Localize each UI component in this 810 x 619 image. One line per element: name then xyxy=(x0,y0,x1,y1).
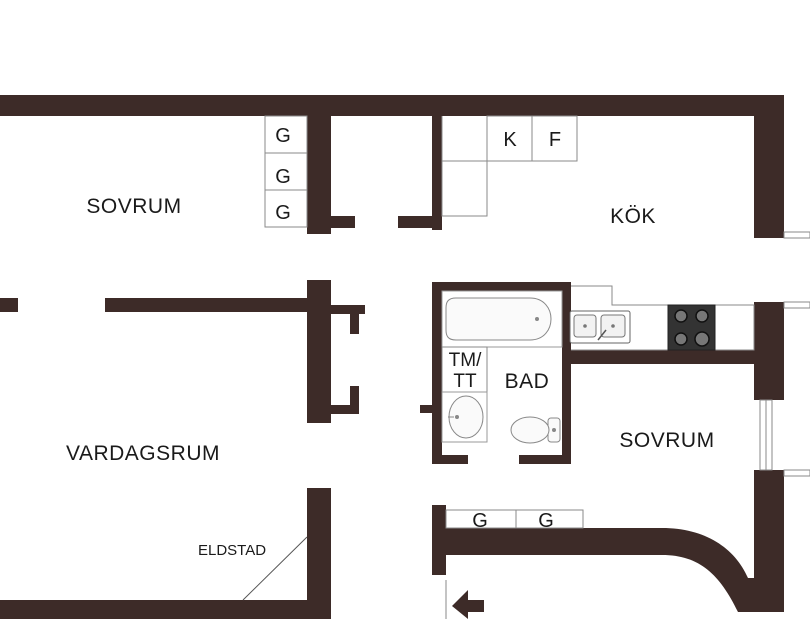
wall-center-middle xyxy=(307,280,331,423)
wall-hall-upper-return xyxy=(398,216,442,228)
wardrobe-5-label: G xyxy=(538,510,554,532)
bathtub xyxy=(441,290,563,348)
kitchen-counter-corner xyxy=(441,116,488,217)
wall-center-middle-bottom-return xyxy=(331,405,359,414)
wall-divider-left-stub xyxy=(0,298,18,312)
washer-dryer xyxy=(441,346,488,393)
wall-bottom xyxy=(0,600,330,619)
wall-curved-corridor xyxy=(432,470,784,612)
wall-bath-top xyxy=(432,282,569,291)
room-labels: SOVRUM KÖK VARDAGSRUM BAD SOVRUM xyxy=(66,195,714,465)
toilet xyxy=(510,416,561,444)
wall-kitchen-bedroom xyxy=(562,350,784,364)
wardrobe-3 xyxy=(264,189,308,228)
wardrobe-4-label: G xyxy=(472,510,488,532)
freezer xyxy=(531,115,578,162)
window-kitchen-lower xyxy=(783,301,810,309)
wall-bath-bottom-left xyxy=(432,455,468,464)
wall-bath-left xyxy=(432,282,442,464)
freezer-label: F xyxy=(549,129,561,151)
wardrobe-1-label: G xyxy=(275,125,291,147)
window-bedroom-lower xyxy=(783,469,810,477)
wall-bath-right xyxy=(562,282,571,464)
walls xyxy=(0,95,784,619)
room-label-bedroom-top: SOVRUM xyxy=(86,195,181,218)
washer-dryer-label-1: TM/ xyxy=(449,350,482,371)
washbasin xyxy=(441,391,488,443)
wardrobes-right: G G xyxy=(445,509,584,532)
wall-center-lower xyxy=(307,488,331,619)
wardrobe-5 xyxy=(515,509,584,529)
washer-dryer-label-2: TT xyxy=(453,371,477,392)
wall-divider xyxy=(105,298,330,312)
wardrobes-top: G G G xyxy=(264,115,308,228)
room-label-kitchen: KÖK xyxy=(610,205,656,228)
fridge-label: K xyxy=(503,129,517,151)
wall-bath-bottom-right xyxy=(519,455,571,464)
wall-center-middle-bottom-rise xyxy=(350,386,359,410)
room-label-bedroom-right: SOVRUM xyxy=(619,429,714,452)
fireplace-label: ELDSTAD xyxy=(198,542,266,559)
wardrobe-2-label: G xyxy=(275,166,291,188)
fireplace: ELDSTAD xyxy=(198,536,308,601)
wall-center-upper xyxy=(307,110,331,234)
wall-right-upper xyxy=(754,95,784,238)
wall-center-middle-top-return xyxy=(331,305,365,314)
wall-bath-left-stub xyxy=(420,405,434,413)
wall-center-middle-top-drop xyxy=(350,314,359,334)
windows xyxy=(759,231,810,477)
fireplace-line xyxy=(242,536,308,601)
wall-top xyxy=(0,95,784,116)
room-label-bathroom: BAD xyxy=(505,370,550,393)
wall-hall-upper xyxy=(432,110,442,230)
stove xyxy=(667,304,716,351)
window-kitchen-upper xyxy=(783,231,810,239)
entrance xyxy=(445,580,484,619)
kitchen-sink xyxy=(569,310,631,344)
room-label-living-room: VARDAGSRUM xyxy=(66,442,220,465)
wall-center-upper-return xyxy=(331,216,355,228)
wardrobe-3-label: G xyxy=(275,202,291,224)
bathroom-fixtures: TM/ TT xyxy=(441,290,563,444)
entrance-arrow-icon xyxy=(452,590,484,619)
fridge xyxy=(486,115,533,162)
kitchen-fixtures: K F xyxy=(441,115,755,351)
